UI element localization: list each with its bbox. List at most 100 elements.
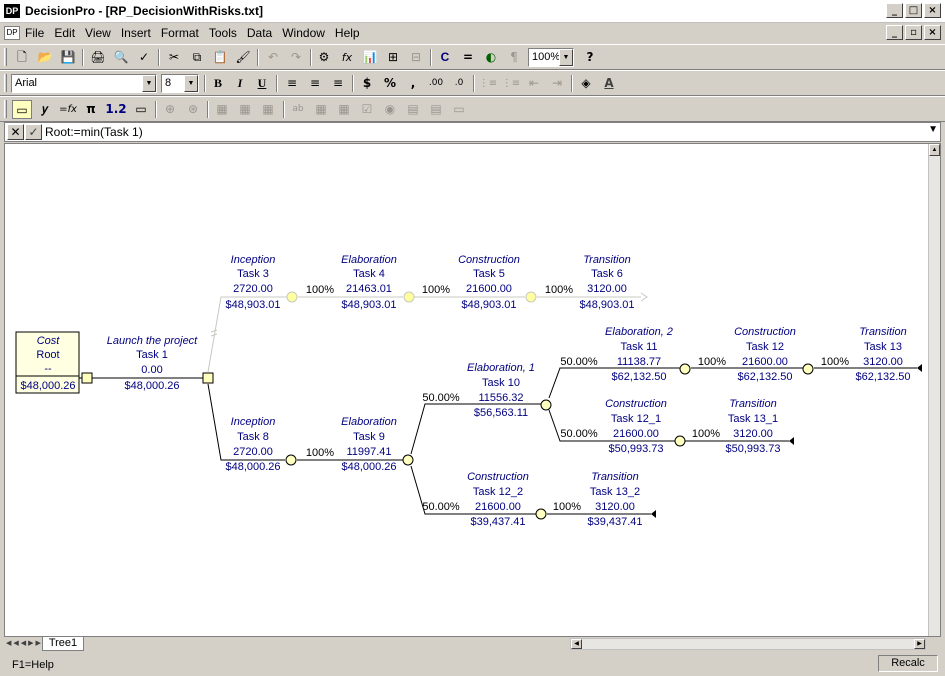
checkbox-icon[interactable]: ☑ bbox=[361, 102, 373, 116]
chevron-down-icon[interactable]: ▼ bbox=[142, 75, 156, 92]
table-icon[interactable]: ▦ bbox=[262, 102, 274, 116]
paste-icon[interactable]: 📋 bbox=[212, 50, 228, 64]
chance-node-icon[interactable] bbox=[674, 435, 686, 447]
copy-icon[interactable]: ⧉ bbox=[192, 50, 202, 64]
list-box-icon[interactable]: ▦ bbox=[338, 102, 350, 116]
font-size-combo[interactable]: 8 ▼ bbox=[161, 74, 199, 93]
chance-node-icon[interactable] bbox=[402, 454, 414, 466]
scroll-up-icon[interactable]: ▲ bbox=[929, 144, 940, 156]
toolbar-grip[interactable] bbox=[4, 100, 7, 118]
decision-node-icon[interactable]: ⊛ bbox=[187, 102, 199, 116]
close-button[interactable]: × bbox=[924, 3, 941, 18]
redo-icon[interactable]: ↷ bbox=[290, 50, 302, 64]
undo-icon[interactable]: ↶ bbox=[267, 50, 279, 64]
increase-decimal-icon[interactable]: .00 bbox=[428, 78, 444, 88]
help-icon[interactable]: ? bbox=[586, 50, 594, 64]
formula-icon[interactable]: =fx bbox=[59, 104, 77, 115]
chance-node-icon[interactable] bbox=[286, 291, 298, 303]
comma-icon[interactable]: , bbox=[410, 76, 416, 90]
combobox-icon[interactable]: ▤ bbox=[430, 102, 442, 116]
menu-edit[interactable]: Edit bbox=[54, 26, 76, 40]
group-box-icon[interactable]: ▦ bbox=[315, 102, 327, 116]
spell-check-icon[interactable]: ✓ bbox=[138, 50, 150, 64]
sheet-nav-arrows-icon[interactable]: ◀◀◀▶▶▶ bbox=[6, 640, 51, 647]
chance-node-icon[interactable] bbox=[285, 454, 297, 466]
root-node[interactable] bbox=[15, 331, 80, 394]
underline-icon[interactable]: U bbox=[257, 76, 267, 90]
minimize-button[interactable]: _ bbox=[886, 3, 903, 18]
open-icon[interactable]: 📂 bbox=[37, 50, 53, 64]
menu-format[interactable]: Format bbox=[160, 26, 199, 40]
chance-node-icon[interactable] bbox=[403, 291, 415, 303]
pilcrow-icon[interactable]: ¶ bbox=[510, 50, 518, 64]
new-icon[interactable]: 🗋 bbox=[17, 50, 27, 64]
chance-node-icon[interactable] bbox=[679, 363, 691, 375]
doc-restore-button[interactable]: ▫ bbox=[905, 25, 922, 40]
chance-node-icon[interactable]: ⊕ bbox=[164, 102, 176, 116]
maximize-button[interactable]: □ bbox=[905, 3, 922, 18]
toolbar-grip[interactable] bbox=[4, 74, 7, 92]
align-left-icon[interactable]: ≡ bbox=[286, 76, 298, 90]
vertical-scrollbar[interactable]: ▲ bbox=[928, 144, 940, 636]
cancel-formula-icon[interactable]: ✕ bbox=[7, 124, 24, 140]
zoom-combo[interactable]: 100% ▼ bbox=[528, 48, 574, 67]
chance-node-icon[interactable] bbox=[525, 291, 537, 303]
menu-data[interactable]: Data bbox=[246, 26, 273, 40]
node-icon[interactable]: ▭ bbox=[12, 100, 32, 119]
indent-icon[interactable]: ⇥ bbox=[551, 76, 563, 90]
outdent-icon[interactable]: ⇤ bbox=[528, 76, 540, 90]
print-preview-icon[interactable]: 🔍 bbox=[113, 50, 129, 64]
align-center-icon[interactable]: ≡ bbox=[309, 76, 321, 90]
scroll-right-icon[interactable]: ▶ bbox=[914, 639, 925, 649]
horizontal-scrollbar[interactable]: ◀ ▶ bbox=[570, 638, 926, 650]
radio-button-icon[interactable]: ◉ bbox=[384, 102, 396, 116]
menu-file[interactable]: File bbox=[25, 26, 45, 40]
rectangle-icon[interactable]: ▭ bbox=[135, 102, 147, 116]
align-right-icon[interactable]: ≡ bbox=[332, 76, 344, 90]
bullet-list-icon[interactable]: ⋮≡ bbox=[501, 78, 521, 89]
scroll-left-icon[interactable]: ◀ bbox=[571, 639, 582, 649]
doc-close-button[interactable]: × bbox=[924, 25, 941, 40]
tree-canvas[interactable]: Cost Root -- $48,000.26 Launch the proje… bbox=[4, 143, 941, 637]
currency-icon[interactable]: $ bbox=[362, 76, 372, 90]
color-icon[interactable]: ◐ bbox=[485, 50, 497, 64]
chance-node-icon[interactable] bbox=[802, 363, 814, 375]
chevron-down-icon[interactable]: ▼ bbox=[184, 75, 198, 92]
organize-icon[interactable]: ⊞ bbox=[387, 50, 399, 64]
format-painter-icon[interactable]: 🖌 bbox=[235, 50, 251, 64]
function-icon[interactable]: fx bbox=[341, 51, 353, 64]
chevron-down-icon[interactable]: ▼ bbox=[559, 49, 573, 66]
variable-icon[interactable]: 𝑦 bbox=[42, 102, 48, 116]
save-icon[interactable]: 💾 bbox=[60, 50, 76, 64]
calculate-icon[interactable]: C bbox=[440, 50, 450, 64]
constant-icon[interactable]: π bbox=[86, 102, 96, 116]
decision-node-icon[interactable] bbox=[81, 372, 93, 384]
fill-color-icon[interactable]: ◈ bbox=[581, 76, 591, 90]
sheet-tab-tree1[interactable]: Tree1 bbox=[42, 637, 84, 651]
app-icon[interactable]: DP bbox=[4, 4, 20, 18]
number-format-icon[interactable]: 1.2 bbox=[105, 102, 127, 116]
subtree-icon[interactable]: ⊟ bbox=[410, 50, 422, 64]
menu-help[interactable]: Help bbox=[334, 26, 360, 40]
menu-insert[interactable]: Insert bbox=[120, 26, 151, 40]
doc-minimize-button[interactable]: _ bbox=[886, 25, 903, 40]
equals-icon[interactable]: = bbox=[462, 50, 474, 64]
menu-view[interactable]: View bbox=[85, 26, 111, 40]
picture-icon[interactable]: ▦ bbox=[216, 102, 228, 116]
decision-node-icon[interactable] bbox=[202, 372, 214, 384]
text-field-icon[interactable]: ab bbox=[292, 104, 304, 114]
bold-icon[interactable]: B bbox=[213, 76, 222, 90]
print-icon[interactable]: 🖨 bbox=[90, 50, 106, 64]
accept-formula-icon[interactable]: ✓ bbox=[25, 124, 42, 140]
formula-bar[interactable]: ✕ ✓ Root:=min(Task 1) ▼ bbox=[4, 122, 941, 142]
percent-icon[interactable]: % bbox=[383, 76, 397, 90]
menu-window[interactable]: Window bbox=[282, 26, 325, 40]
decrease-decimal-icon[interactable]: .0 bbox=[454, 78, 464, 88]
grid-icon[interactable]: ▦ bbox=[239, 102, 251, 116]
italic-icon[interactable]: I bbox=[237, 76, 243, 90]
insert-chart-icon[interactable]: 📊 bbox=[362, 50, 378, 64]
menu-tools[interactable]: Tools bbox=[208, 26, 237, 40]
properties-icon[interactable]: ⚙ bbox=[318, 50, 330, 64]
chance-node-icon[interactable] bbox=[540, 399, 552, 411]
cut-icon[interactable]: ✂ bbox=[168, 50, 180, 64]
